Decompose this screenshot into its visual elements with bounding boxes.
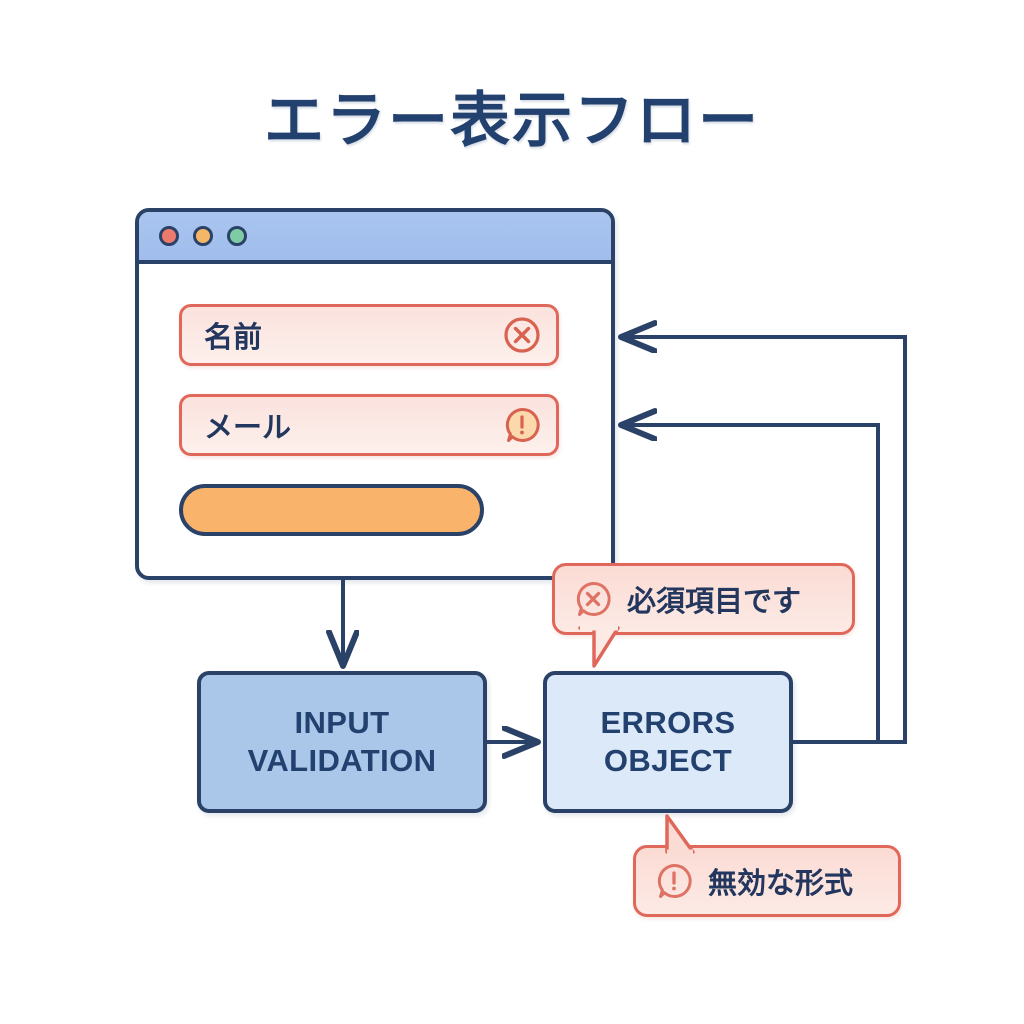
- tooltip-required-text: 必須項目です: [627, 584, 802, 618]
- errors-object-label: ERRORS OBJECT: [600, 705, 736, 778]
- window-close-dot[interactable]: [159, 226, 179, 246]
- x-bubble-icon: [573, 579, 613, 619]
- x-circle-icon: [502, 315, 542, 355]
- tooltip-required-tail: [578, 625, 620, 668]
- exclamation-bubble-icon: [654, 861, 694, 901]
- window-minimize-dot[interactable]: [193, 226, 213, 246]
- name-field-label: 名前: [204, 320, 263, 354]
- process-box-input-validation[interactable]: INPUT VALIDATION: [197, 671, 487, 813]
- browser-window: 名前 メール: [135, 208, 615, 580]
- tooltip-invalid-format: 無効な形式: [633, 845, 901, 917]
- email-field-label: メール: [204, 410, 292, 444]
- browser-titlebar: [139, 212, 611, 264]
- process-box-errors-object[interactable]: ERRORS OBJECT: [543, 671, 793, 813]
- input-validation-label: INPUT VALIDATION: [247, 705, 437, 778]
- email-field[interactable]: メール: [179, 394, 559, 456]
- tooltip-invalid-text: 無効な形式: [708, 866, 854, 900]
- exclamation-bubble-icon: [502, 405, 542, 445]
- tooltip-invalid-tail: [665, 814, 695, 855]
- name-field[interactable]: 名前: [179, 304, 559, 366]
- window-maximize-dot[interactable]: [227, 226, 247, 246]
- submit-button[interactable]: [179, 484, 484, 536]
- tooltip-required-field: 必須項目です: [552, 563, 855, 635]
- page-title: エラー表示フロー: [264, 86, 760, 156]
